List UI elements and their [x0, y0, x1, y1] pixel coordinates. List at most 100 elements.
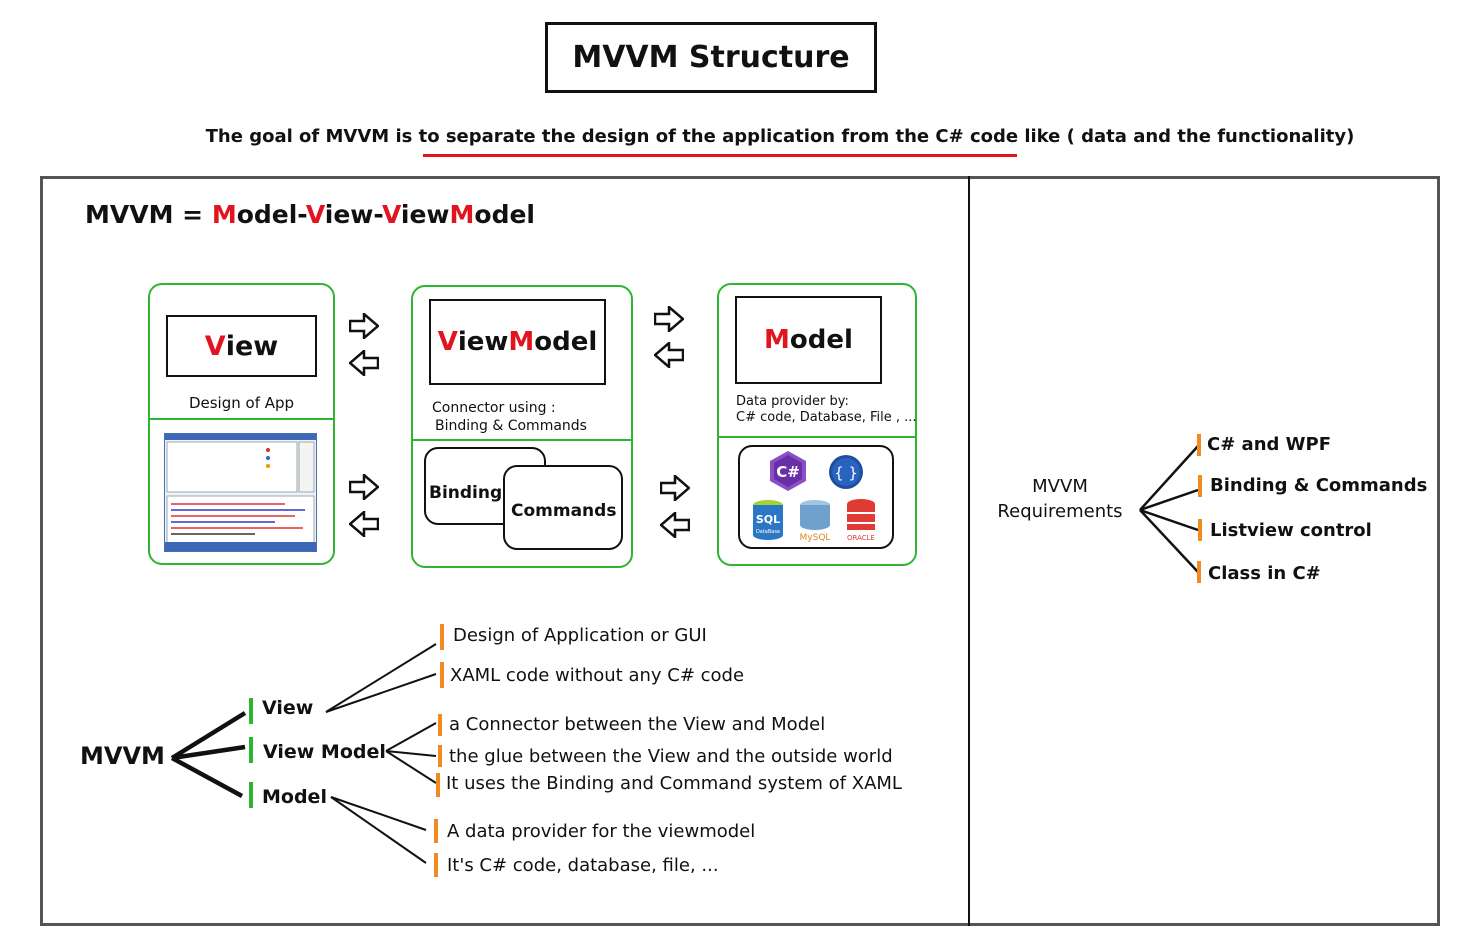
frame-right-edge — [1437, 176, 1440, 926]
tree-leaf: the glue between the View and the outsid… — [449, 746, 893, 767]
tree-leaf: A data provider for the viewmodel — [447, 821, 756, 842]
svg-text:ORACLE: ORACLE — [847, 534, 875, 542]
frame-bottom — [40, 923, 1440, 926]
json-icon: { } — [829, 455, 863, 489]
data-sources-box: C# { } SQL DataBase MySQL — [738, 445, 894, 549]
requirement-item: C# and WPF — [1207, 434, 1332, 455]
viewmodel-caption-line2: Binding & Commands — [435, 418, 587, 434]
tree-root-mvvm: MVVM — [80, 742, 165, 770]
left-frame-top — [40, 176, 970, 179]
equation-m1-rest: odel- — [236, 200, 306, 229]
tree-leaf-bar — [438, 745, 442, 767]
equation-m2: M — [449, 200, 475, 229]
requirements-tree-connectors — [1139, 445, 1199, 573]
page-title: MVVM Structure — [545, 22, 877, 93]
tree-leaf: It's C# code, database, file, ... — [447, 855, 719, 876]
svg-text:C#: C# — [776, 463, 800, 481]
tree-node-bar — [249, 737, 253, 763]
goal-statement: The goal of MVVM is to separate the desi… — [0, 126, 1484, 147]
svg-text:SQL: SQL — [756, 513, 780, 526]
viewmodel-title-v: V — [437, 327, 458, 357]
commands-label: Commands — [511, 501, 617, 521]
oracle-icon: ORACLE — [847, 499, 875, 542]
goal-text-before: The goal of MVVM is — [205, 126, 419, 147]
sql-database-icon: SQL DataBase — [753, 500, 783, 540]
goal-text-underlined: to separate the design of the applicatio… — [418, 126, 1019, 147]
binding-label: Binding — [429, 483, 503, 503]
goal-underline — [423, 154, 1017, 157]
mvvm-equation: MVVM = Model-View-ViewModel — [85, 200, 535, 229]
arrow-left-icon — [654, 342, 684, 368]
arrow-left-icon — [349, 511, 379, 537]
tree-leaf: a Connector between the View and Model — [449, 714, 826, 735]
commands-box: Commands — [503, 465, 623, 550]
tree-node-model: Model — [262, 786, 327, 808]
requirement-bar — [1197, 434, 1201, 456]
equation-v1-rest: iew- — [324, 200, 382, 229]
viewmodel-divider — [413, 439, 631, 441]
svg-text:MySQL: MySQL — [800, 533, 831, 543]
requirement-bar — [1198, 475, 1202, 497]
tree-leaf: It uses the Binding and Command system o… — [446, 773, 902, 794]
viewmodel-title-m: M — [508, 327, 535, 357]
tree-leaf: Design of Application or GUI — [453, 625, 707, 646]
view-title-rest: iew — [225, 330, 279, 362]
mysql-icon: MySQL — [800, 500, 831, 543]
viewmodel-title-iew: iew — [457, 327, 509, 357]
equation-m2-rest: odel — [474, 200, 536, 229]
tree-node-view: View — [262, 697, 314, 719]
requirement-item: Listview control — [1210, 520, 1372, 541]
tree-leaf-bar — [434, 853, 438, 877]
tree-leaf-bar — [436, 773, 440, 797]
arrow-right-icon — [349, 313, 379, 339]
goal-text-after: like ( data and the functionality) — [1018, 126, 1355, 147]
view-caption: Design of App — [188, 394, 295, 412]
view-title-v: V — [204, 330, 226, 362]
data-source-logos: C# { } SQL DataBase MySQL — [753, 451, 875, 543]
viewmodel-title-odel: odel — [534, 327, 598, 357]
requirement-bar — [1197, 561, 1201, 583]
tree-node-bar — [249, 698, 253, 724]
tree-leaf-bar — [440, 662, 444, 688]
tree-leaf-bar — [440, 624, 444, 650]
view-divider — [150, 418, 333, 420]
mvvm-tree-connectors — [170, 643, 437, 864]
model-title-rest: odel — [789, 325, 853, 355]
tree-node-bar — [249, 782, 253, 808]
equation-v2: V — [381, 200, 401, 229]
right-frame-top — [970, 176, 1440, 179]
tree-leaf: XAML code without any C# code — [450, 665, 745, 686]
svg-text:DataBase: DataBase — [756, 529, 780, 535]
equation-prefix: MVVM = — [85, 200, 212, 229]
viewmodel-caption-line1: Connector using : — [432, 400, 556, 416]
requirement-bar — [1198, 519, 1202, 541]
frame-left-edge — [40, 176, 43, 926]
model-title-m: M — [764, 325, 790, 355]
arrow-right-icon — [654, 306, 684, 332]
model-caption-line1: Data provider by: — [736, 394, 849, 409]
arrow-right-icon — [660, 475, 690, 501]
svg-text:{ }: { } — [834, 464, 858, 482]
app-screenshot-image — [165, 434, 316, 551]
model-divider — [719, 436, 915, 438]
equation-v1: V — [305, 200, 325, 229]
app-screenshot-thumbnail — [164, 433, 317, 552]
tree-leaf-bar — [434, 819, 438, 843]
arrow-left-icon — [660, 512, 690, 538]
requirements-root: MVVM Requirements — [990, 476, 1130, 522]
equation-m1: M — [211, 200, 237, 229]
csharp-icon: C# — [770, 451, 806, 491]
tree-node-viewmodel: View Model — [263, 741, 386, 763]
arrow-left-icon — [349, 350, 379, 376]
requirement-item: Class in C# — [1208, 563, 1321, 584]
panel-divider — [968, 176, 970, 926]
tree-leaf-bar — [438, 714, 442, 736]
requirement-item: Binding & Commands — [1210, 475, 1428, 496]
requirements-root-line1: MVVM — [1032, 476, 1088, 497]
